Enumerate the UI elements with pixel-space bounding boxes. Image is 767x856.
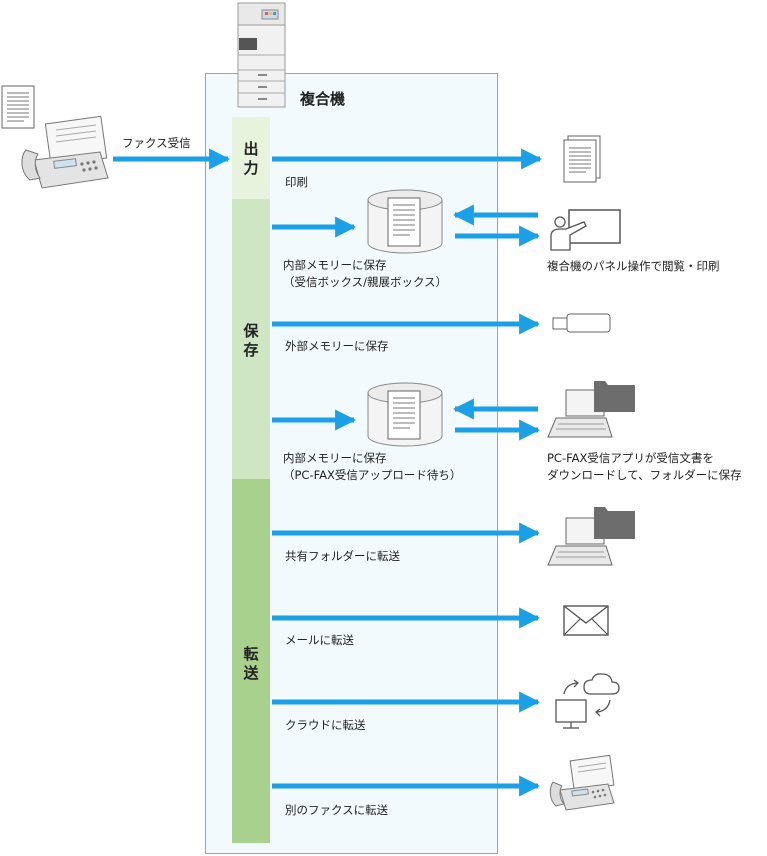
- shared-folder-label: 共有フォルダーに転送: [285, 549, 400, 563]
- internal-memory-2-label: 内部メモリーに保存 （PC-FAX受信アップロード待ち）: [283, 450, 461, 484]
- arrows: [113, 148, 543, 797]
- received-document-icon: [1, 85, 35, 129]
- pcfax-line1: PC-FAX受信アプリが受信文書を: [547, 451, 714, 465]
- internal-memory-1-label: 内部メモリーに保存 （受信ボックス/親展ボックス）: [283, 257, 447, 291]
- other-fax-label: 別のファクスに転送: [285, 803, 389, 817]
- other-fax-machine-icon: [549, 754, 615, 811]
- printed-document-icon: [563, 135, 601, 183]
- section-save-char-2: 存: [243, 341, 259, 359]
- section-save-label: 保 存: [232, 322, 270, 360]
- memory-cylinder-icon: [367, 382, 443, 447]
- external-memory-label: 外部メモリーに保存: [285, 339, 389, 353]
- mail-icon: [563, 605, 609, 636]
- save-band: [232, 199, 270, 479]
- section-save-char-1: 保: [243, 322, 259, 340]
- pcfax-line2: ダウンロードして、フォルダーに保存: [547, 468, 742, 482]
- fax-input-label: ファクス受信: [122, 136, 191, 150]
- section-forward-char-2: 送: [243, 664, 259, 682]
- internal-memory-2-line2: （PC-FAX受信アップロード待ち）: [283, 468, 462, 482]
- section-forward-char-1: 転: [243, 645, 259, 663]
- shared-folder-icon: [547, 507, 635, 566]
- internal-memory-2-line1: 内部メモリーに保存: [283, 451, 387, 465]
- cloud-label: クラウドに転送: [285, 718, 366, 732]
- laptop-folder-icon: [547, 381, 635, 438]
- print-label: 印刷: [285, 175, 308, 189]
- panel-operator-icon: [550, 209, 621, 251]
- section-forward-label: 転 送: [232, 645, 270, 683]
- section-output-label: 出 力: [232, 140, 270, 178]
- usb-memory-icon: [552, 313, 611, 333]
- pcfax-label: PC-FAX受信アプリが受信文書を ダウンロードして、フォルダーに保存: [547, 450, 742, 484]
- internal-memory-1-line2: （受信ボックス/親展ボックス）: [283, 275, 448, 289]
- internal-memory-1-line1: 内部メモリーに保存: [283, 258, 387, 272]
- section-output-char-1: 出: [243, 140, 259, 158]
- email-label: メールに転送: [285, 633, 354, 647]
- section-output-char-2: 力: [243, 159, 259, 177]
- forward-band: [232, 479, 270, 843]
- fax-machine-icon: [21, 115, 109, 189]
- diagram-title: 複合機: [300, 90, 346, 108]
- output-band: [232, 117, 270, 199]
- cloud-icon: [555, 673, 620, 729]
- panel-print-label: 複合機のパネル操作で閲覧・印刷: [547, 259, 720, 273]
- memory-cylinder-icon: [367, 189, 443, 254]
- printer-icon: [237, 2, 286, 108]
